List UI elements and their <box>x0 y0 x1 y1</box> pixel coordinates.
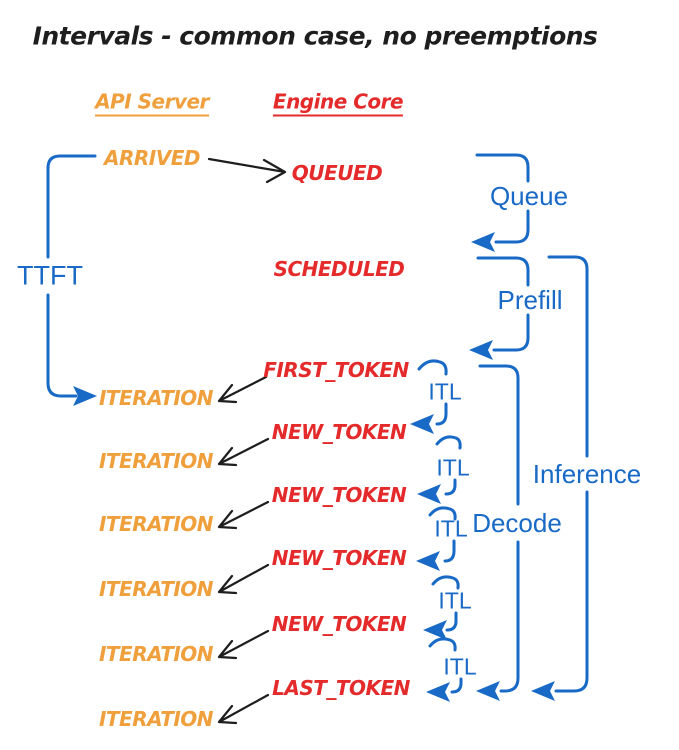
itl-bracket <box>416 506 457 571</box>
new-token-label: NEW_TOKEN <box>271 420 407 444</box>
prefill-interval-label: Prefill <box>497 285 563 315</box>
itl-interval-label: ITL <box>436 454 470 481</box>
prefill-arrowhead <box>469 340 493 360</box>
decode-arrowhead <box>476 681 500 701</box>
api-server-column-header: API Server <box>95 92 209 117</box>
first-token-label: FIRST_TOKEN <box>263 358 409 382</box>
itl-arrowhead <box>416 551 440 571</box>
itl-bracket <box>423 575 460 640</box>
ttft-arrowhead <box>73 386 97 406</box>
itl-arrowhead <box>410 414 434 434</box>
itl-bracket <box>410 359 448 434</box>
inference-interval-label: Inference <box>532 459 642 489</box>
inference-bracket <box>531 255 589 701</box>
iteration-label: ITERATION <box>98 642 214 666</box>
itl-arrowhead <box>426 682 450 702</box>
token-to-iteration-arrow <box>217 375 270 725</box>
itl-bracket <box>417 435 462 504</box>
queued-label: QUEUED <box>291 161 383 185</box>
new-token-label: NEW_TOKEN <box>271 483 407 507</box>
itl-interval-label: ITL <box>443 653 477 680</box>
prefill-bracket <box>469 256 530 360</box>
ttft-bracket <box>46 154 97 406</box>
last-token-label: LAST_TOKEN <box>272 676 410 700</box>
iteration-label: ITERATION <box>98 512 214 536</box>
engine-core-column-header: Engine Core <box>272 92 404 117</box>
iteration-label: ITERATION <box>98 449 214 473</box>
queue-arrowhead <box>471 232 495 252</box>
itl-interval-label: ITL <box>438 587 472 614</box>
itl-interval-label: ITL <box>428 378 462 405</box>
queue-bracket <box>471 153 530 252</box>
arrived-label: ARRIVED <box>104 146 200 170</box>
itl-bracket <box>426 637 463 702</box>
iteration-label: ITERATION <box>98 577 214 601</box>
new-token-label: NEW_TOKEN <box>271 612 407 636</box>
itl-interval-label: ITL <box>434 515 468 542</box>
decode-interval-label: Decode <box>472 508 562 538</box>
queue-interval-label: Queue <box>489 181 569 211</box>
decode-bracket <box>476 364 520 701</box>
itl-arrowhead <box>423 620 447 640</box>
page-title: Intervals - common case, no preemptions <box>32 21 598 51</box>
scheduled-label: SCHEDULED <box>273 257 405 281</box>
iteration-label: ITERATION <box>98 707 214 731</box>
inference-arrowhead <box>531 681 555 701</box>
itl-arrowhead <box>417 484 441 504</box>
arrived-to-queued-arrow <box>207 157 287 184</box>
iteration-label: ITERATION <box>98 386 214 410</box>
new-token-label: NEW_TOKEN <box>271 546 407 570</box>
ttft-interval-label: TTFT <box>17 260 83 291</box>
